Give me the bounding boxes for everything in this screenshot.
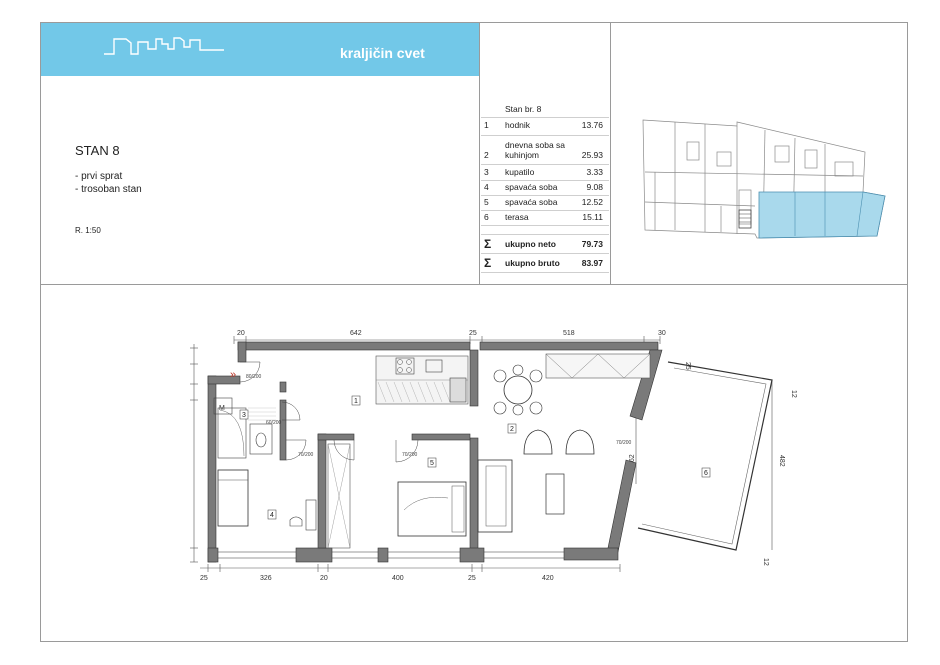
brand-name: kraljičin cvet xyxy=(340,45,425,61)
dim-right-3: 12 xyxy=(790,390,797,398)
room-number-1: 1 xyxy=(354,398,358,405)
dim-top-2: 642 xyxy=(350,330,362,337)
table-divider-left xyxy=(479,23,480,284)
room-number-5: 5 xyxy=(430,460,434,467)
dim-top-1: 20 xyxy=(237,330,245,337)
room-number-3: 3 xyxy=(242,412,246,419)
door-tag: 60/200 xyxy=(266,420,282,426)
room-number-2: 2 xyxy=(510,426,514,433)
dim-bottom-2: 326 xyxy=(260,575,272,582)
dim-bottom-1: 25 xyxy=(200,575,208,582)
apartment-type: - trosoban stan xyxy=(75,184,142,195)
dim-top-4: 518 xyxy=(563,330,575,337)
room-number-4: 4 xyxy=(270,512,274,519)
dim-bottom-3: 20 xyxy=(320,575,328,582)
apartment-floor: - prvi sprat xyxy=(75,171,123,182)
door-tag: 80/200 xyxy=(246,374,262,380)
sheet-frame xyxy=(40,22,908,642)
dim-right-5: 12 xyxy=(762,558,769,566)
key-plan xyxy=(642,119,886,239)
door-tag: 70/200 xyxy=(616,440,632,446)
dim-right-4: 482 xyxy=(778,455,785,467)
dim-bottom-6: 420 xyxy=(542,575,554,582)
dim-bottom-5: 25 xyxy=(468,575,476,582)
dim-top-3: 25 xyxy=(469,330,477,337)
dim-bottom-4: 400 xyxy=(392,575,404,582)
skyline-logo-icon xyxy=(104,37,224,55)
dim-top-5: 30 xyxy=(658,330,666,337)
floor-plan: 20 642 25 518 30 25 326 20 400 25 420 20… xyxy=(190,330,797,582)
dim-right-2: 562 xyxy=(629,454,636,466)
washer-label: M xyxy=(219,405,225,412)
door-tag: 70/200 xyxy=(298,452,314,458)
door-tag: 70/200 xyxy=(402,452,418,458)
room-number-6: 6 xyxy=(704,470,708,477)
drawing-scale: R. 1:50 xyxy=(75,226,101,235)
header-divider xyxy=(41,284,907,285)
entry-marker: » xyxy=(230,369,236,381)
apartment-title: STAN 8 xyxy=(75,143,120,158)
table-divider-right xyxy=(610,23,611,284)
table-heading: Stan br. 8 xyxy=(505,104,542,114)
